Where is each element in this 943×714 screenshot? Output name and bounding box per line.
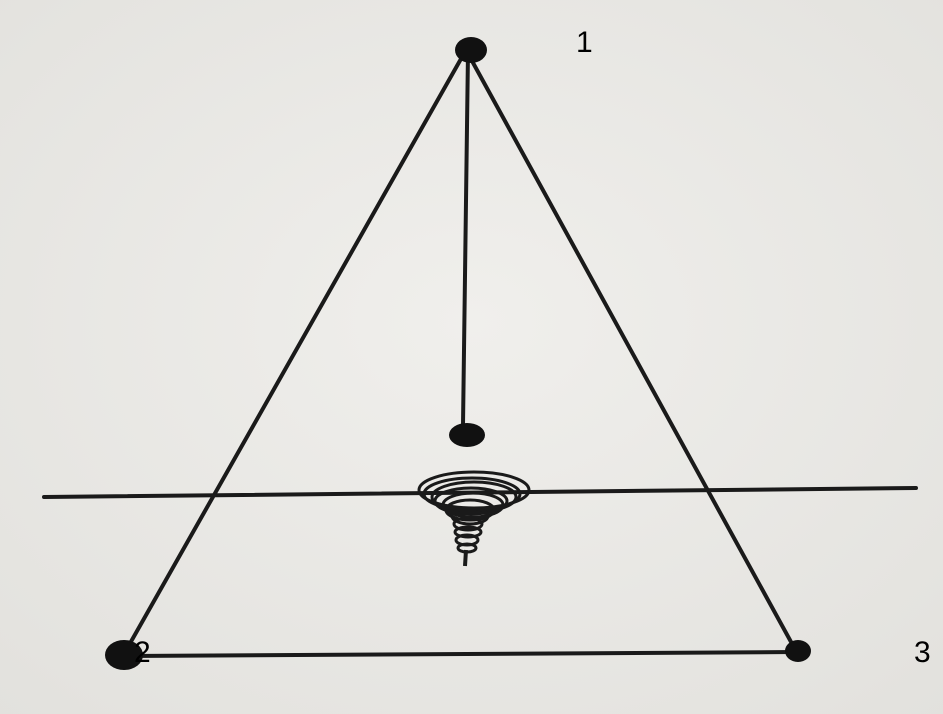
vertex-1-dot xyxy=(455,37,487,63)
pendulum-bob xyxy=(449,423,485,447)
vertex-3-dot xyxy=(785,640,811,662)
vertex-2-label: 2 xyxy=(134,638,151,668)
vertex-1-label: 1 xyxy=(576,28,593,58)
vertex-3-label: 3 xyxy=(914,638,931,668)
